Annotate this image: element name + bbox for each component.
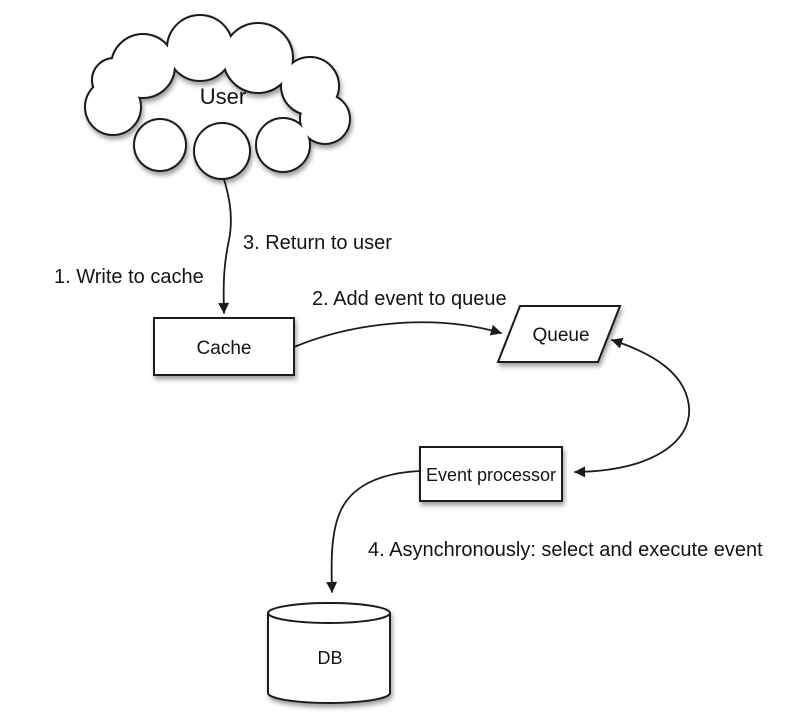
step4-label: 4. Asynchronously: select and execute ev… [368, 539, 763, 561]
cache-label: Cache [197, 338, 252, 359]
db-cylinder [267, 602, 391, 704]
step3-label: 3. Return to user [243, 232, 392, 254]
user-label: User [200, 84, 246, 109]
edge-user-to-cache [217, 159, 232, 314]
event-processor-box [419, 446, 563, 502]
edges-layer [217, 159, 690, 593]
db-label: DB [317, 648, 342, 668]
queue-parallelogram [496, 305, 622, 363]
step1-label: 1. Write to cache [54, 266, 204, 288]
queue-label: Queue [532, 325, 589, 346]
edge-event-processor-to-db [326, 470, 421, 593]
step2-label: 2. Add event to queue [312, 288, 507, 310]
edge-cache-to-queue [293, 321, 502, 348]
cache-box [153, 317, 295, 376]
user-cloud-shape [84, 14, 351, 180]
labels-layer: User Cache Queue Event processor DB 1. W… [54, 84, 763, 668]
event-processor-label: Event processor [426, 465, 556, 485]
nodes-layer [84, 14, 622, 704]
edge-queue-event-processor [574, 337, 690, 478]
